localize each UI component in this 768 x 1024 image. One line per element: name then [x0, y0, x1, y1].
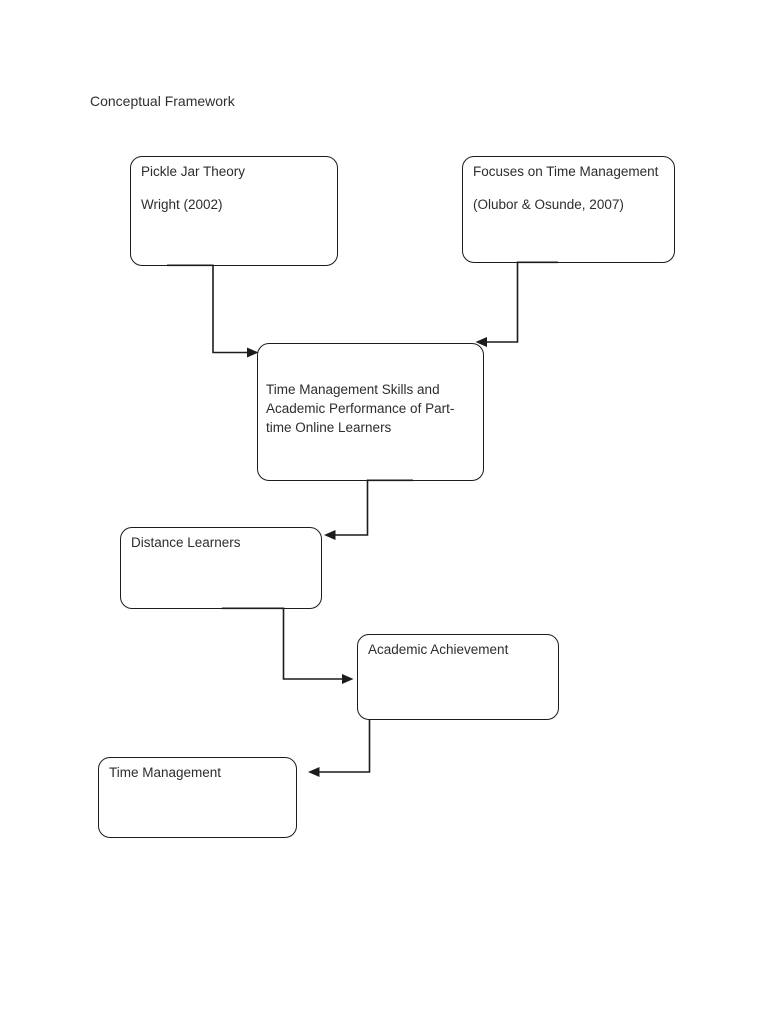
node-academic-achievement: Academic Achievement: [357, 634, 559, 720]
node-title: Time Management: [109, 765, 222, 780]
node-title: Academic Achievement: [368, 642, 509, 657]
node-time-management: Time Management: [98, 757, 297, 838]
connector-central-to-distance: [335, 479, 413, 536]
node-title: Focuses on Time Management: [473, 164, 659, 179]
arrowhead-academic-to-timemgmt: [308, 767, 320, 777]
connector-distance-to-academic: [222, 607, 343, 680]
connector-focuses-to-central: [486, 261, 558, 343]
node-subtitle: (Olubor & Osunde, 2007): [473, 197, 624, 212]
arrowhead-central-to-distance: [324, 530, 336, 540]
connector-pickle-to-central: [167, 264, 248, 354]
node-title: Time Management Skills and Academic Perf…: [266, 382, 455, 435]
node-title: Pickle Jar Theory: [141, 164, 246, 179]
node-pickle-jar-theory: Pickle Jar Theory Wright (2002): [130, 156, 338, 266]
node-central-topic: Time Management Skills and Academic Perf…: [257, 343, 484, 481]
node-focuses-on-time-management: Focuses on Time Management (Olubor & Osu…: [462, 156, 675, 263]
node-distance-learners: Distance Learners: [120, 527, 322, 609]
arrowhead-distance-to-academic: [342, 674, 354, 684]
node-title: Distance Learners: [131, 535, 241, 550]
node-subtitle: Wright (2002): [141, 197, 223, 212]
connector-academic-to-timemgmt: [319, 719, 371, 773]
page-title: Conceptual Framework: [90, 93, 235, 109]
